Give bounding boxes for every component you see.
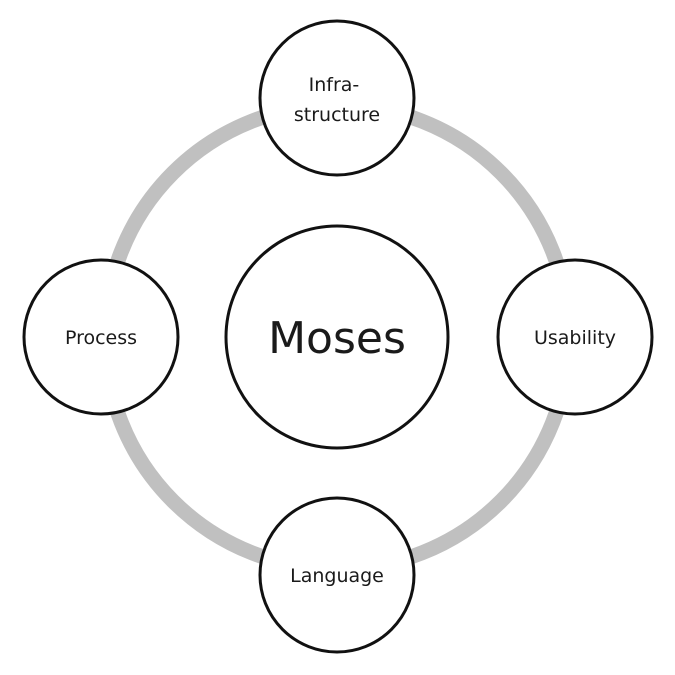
svg-text:Infra- structure: Infra- structure bbox=[294, 74, 380, 126]
node-infrastructure-circle bbox=[258, 19, 416, 177]
node-usability-circle bbox=[496, 258, 654, 416]
node-process-circle bbox=[22, 258, 180, 416]
node-moses-circle bbox=[224, 224, 450, 450]
node-language-circle bbox=[258, 496, 416, 654]
node-infrastructure: Infra- structure bbox=[258, 19, 416, 177]
node-usability-label: Usability bbox=[534, 327, 616, 349]
node-language-label: Language bbox=[290, 565, 384, 587]
node-process-label: Process bbox=[65, 327, 137, 349]
center-label: Moses bbox=[268, 313, 406, 364]
node-infrastructure-label-line1: Infra- bbox=[309, 74, 360, 96]
node-language: Language bbox=[258, 496, 416, 654]
node-moses-center: Moses bbox=[224, 224, 450, 450]
node-process: Process bbox=[22, 258, 180, 416]
node-infrastructure-label-line2: structure bbox=[294, 104, 380, 126]
node-usability: Usability bbox=[496, 258, 654, 416]
